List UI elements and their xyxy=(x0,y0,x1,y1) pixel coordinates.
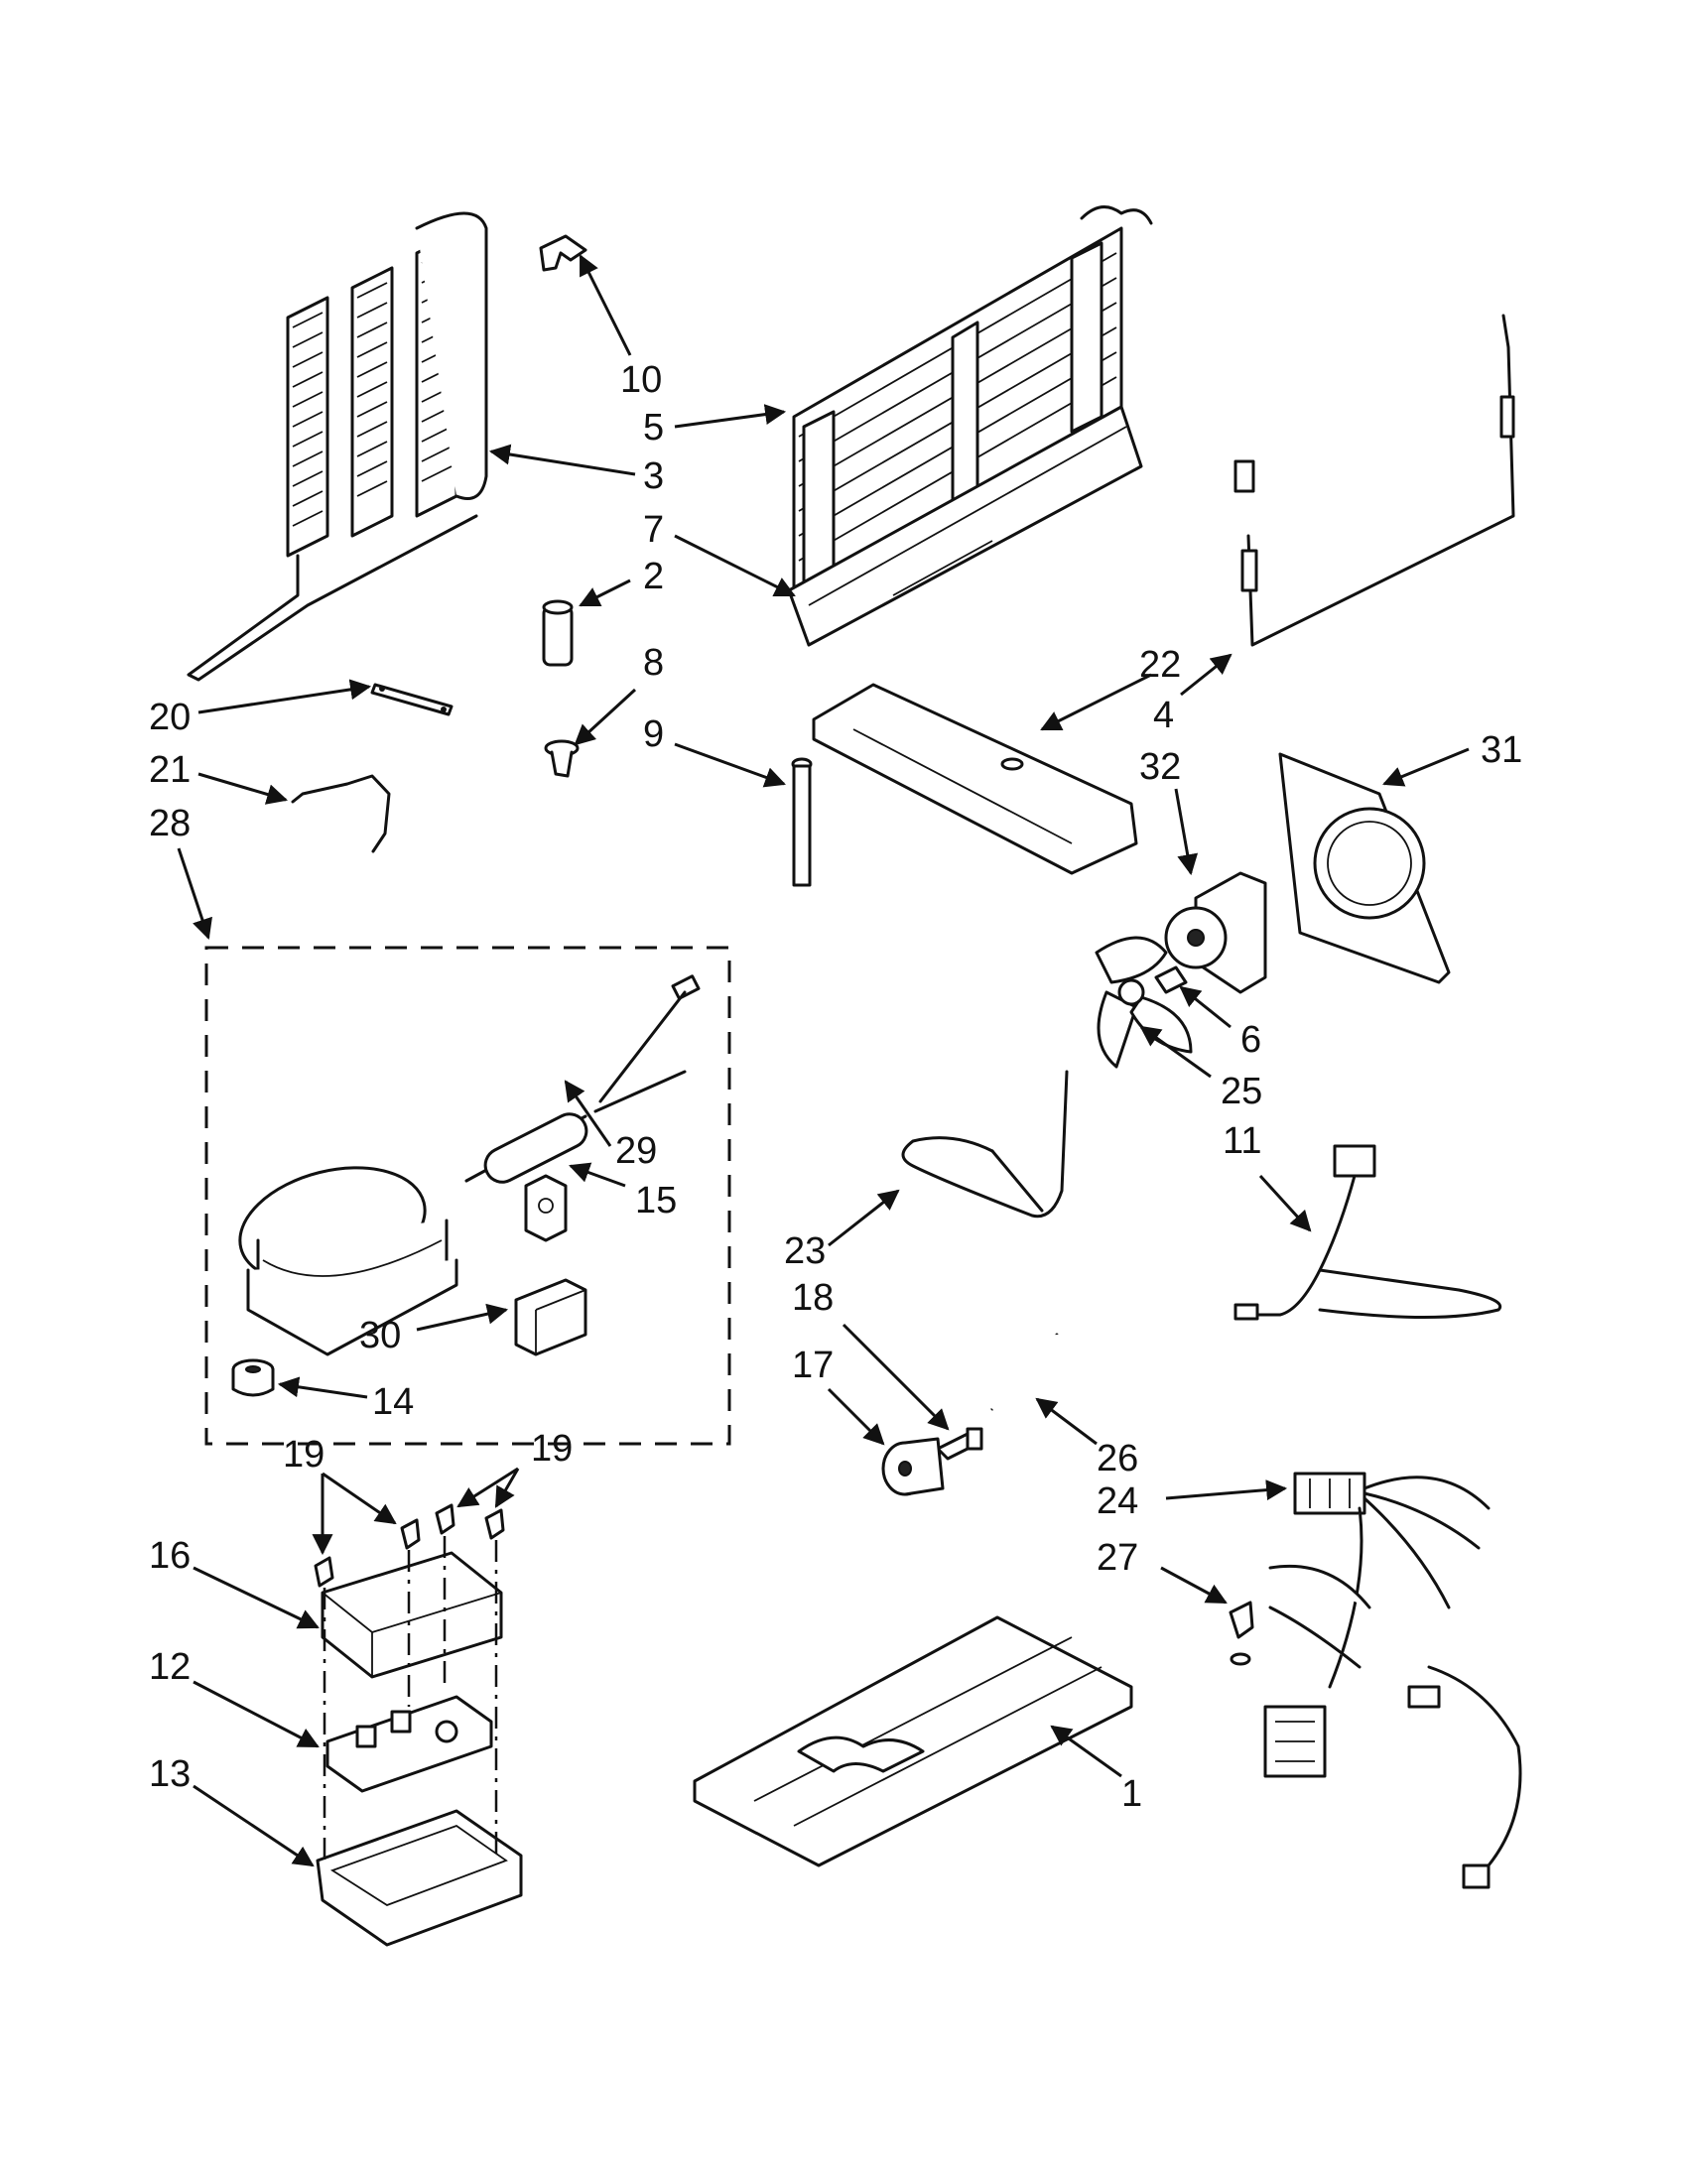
grommet-part xyxy=(544,739,580,778)
drain-pan-part xyxy=(812,683,1138,875)
fan-shroud-part xyxy=(1278,752,1451,984)
callout-10: 10 xyxy=(620,359,662,401)
callout-18: 18 xyxy=(792,1277,834,1319)
condenser-coil-part xyxy=(187,211,488,682)
control-housing-part xyxy=(316,1809,523,1947)
callout-19-left: 19 xyxy=(283,1434,324,1476)
cylinder-part xyxy=(542,599,574,667)
callout-22: 22 xyxy=(1139,644,1181,686)
screws-19-parts xyxy=(314,1503,505,1588)
callout-21: 21 xyxy=(149,749,191,791)
capacitor-box-part xyxy=(514,1278,587,1356)
thermistor-cable-part xyxy=(1233,314,1515,647)
callout-29: 29 xyxy=(615,1130,657,1172)
callout-19-right: 19 xyxy=(531,1428,573,1470)
callout-27: 27 xyxy=(1097,1537,1138,1579)
callout-12: 12 xyxy=(149,1646,191,1688)
filter-drier-part xyxy=(464,974,701,1184)
callout-25: 25 xyxy=(1221,1071,1262,1112)
wheel-part xyxy=(881,1437,945,1496)
control-cover-part xyxy=(321,1551,503,1679)
callout-20: 20 xyxy=(149,697,191,738)
callout-16: 16 xyxy=(149,1535,191,1577)
callout-31: 31 xyxy=(1481,729,1522,771)
compressor-grommet-part xyxy=(231,1358,275,1397)
fan-screw-part xyxy=(1154,965,1188,994)
compressor-assembly-boundary xyxy=(204,946,731,1446)
evaporator-coil-part xyxy=(792,205,1153,612)
callout-3: 3 xyxy=(643,455,664,497)
clip-part xyxy=(539,234,587,272)
alignment-lines xyxy=(323,1536,498,1865)
callout-28: 28 xyxy=(149,803,191,844)
callout-6: 6 xyxy=(1240,1019,1261,1061)
callout-1: 1 xyxy=(1121,1773,1142,1815)
callout-24: 24 xyxy=(1097,1480,1138,1522)
callout-8: 8 xyxy=(643,642,664,684)
callout-15: 15 xyxy=(635,1180,677,1221)
callout-13: 13 xyxy=(149,1753,191,1795)
harness-screw-part xyxy=(1229,1601,1254,1666)
circuit-board-part xyxy=(325,1695,493,1793)
l-pipe-part xyxy=(990,1333,1065,1411)
leader-lines xyxy=(177,254,1470,1867)
fan-blade-part xyxy=(1095,936,1193,1069)
tube-part xyxy=(901,1070,1069,1219)
callout-labels: 10 5 3 7 2 8 9 20 21 28 22 4 32 31 6 25 … xyxy=(149,359,1522,1815)
callout-14: 14 xyxy=(372,1381,414,1423)
compressor-part xyxy=(238,1166,458,1356)
callout-32: 32 xyxy=(1139,746,1181,788)
callout-5: 5 xyxy=(643,407,664,449)
bracket-part xyxy=(370,683,454,716)
callout-9: 9 xyxy=(643,713,664,755)
wire-hook-part xyxy=(291,774,391,853)
callout-7: 7 xyxy=(643,509,664,551)
callout-23: 23 xyxy=(784,1230,826,1272)
fan-motor-part xyxy=(1164,871,1267,994)
main-harness-part xyxy=(1263,1472,1522,1889)
bolt-part xyxy=(936,1427,983,1461)
relay-part xyxy=(524,1174,568,1242)
drain-tube-part xyxy=(791,757,813,887)
callout-26: 26 xyxy=(1097,1438,1138,1479)
drain-trough-part xyxy=(787,405,1143,647)
callout-4: 4 xyxy=(1153,695,1174,736)
callout-2: 2 xyxy=(643,556,664,597)
callout-30: 30 xyxy=(359,1315,401,1356)
callout-17: 17 xyxy=(792,1345,834,1386)
wire-harness-part xyxy=(1233,1144,1502,1321)
callout-11: 11 xyxy=(1223,1120,1261,1162)
base-plate-part xyxy=(693,1615,1133,1867)
